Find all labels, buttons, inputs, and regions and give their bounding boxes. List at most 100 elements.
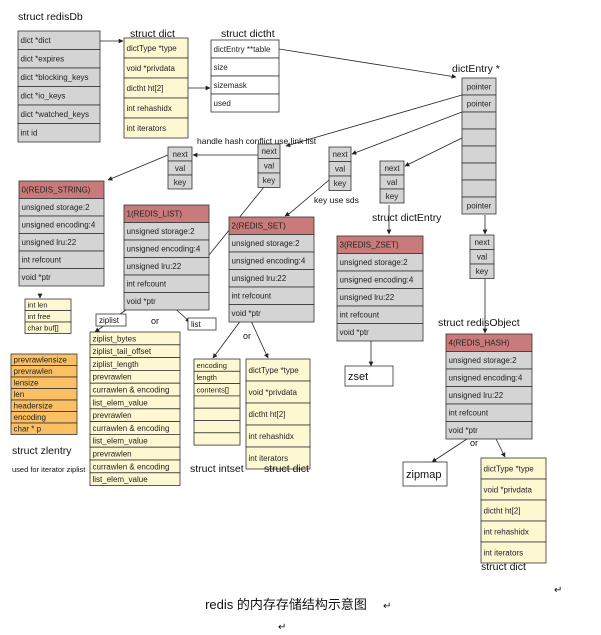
dict-bottom-field: dictht ht[2]	[484, 506, 521, 515]
e4-cell	[379, 188, 405, 204]
intset-field: contents[]	[197, 385, 230, 394]
connector-arrow	[284, 174, 336, 217]
zlentry-cell	[10, 422, 78, 435]
list-tag: list	[187, 317, 217, 331]
e1-field: key	[174, 178, 186, 187]
entry-array-cell	[461, 111, 497, 130]
ziplist-field: list_elem_value	[93, 398, 149, 407]
obj-hash-field: void *ptr	[449, 426, 479, 435]
obj-string-field: int refcount	[22, 256, 62, 265]
obj-list-field: unsigned lru:22	[127, 262, 182, 271]
dict-bottom-title-label: struct dict	[481, 561, 526, 573]
dict-top-cell	[123, 117, 189, 139]
ziplist-cell	[89, 472, 181, 486]
redisobject-title-label: struct redisObject	[438, 317, 520, 329]
entry-array-cell	[461, 145, 497, 164]
obj-hash-field: unsigned lru:22	[449, 391, 504, 400]
obj-set-field: void *ptr	[232, 309, 262, 318]
e5-struct: next val key	[469, 234, 495, 279]
entry-array-field: pointer	[467, 201, 492, 210]
obj-list-field: 1(REDIS_LIST)	[127, 210, 183, 219]
dict-bottom-field: void *privdata	[484, 485, 533, 494]
dictht-field: used	[214, 99, 231, 108]
obj-hash-field: unsigned storage:2	[449, 356, 518, 365]
connector-arrow	[278, 48, 457, 79]
obj-string-field: 0(REDIS_STRING)	[22, 186, 91, 195]
intset-field: length	[197, 373, 217, 382]
ziplist-tag: ziplist	[95, 313, 127, 327]
obj-zset-field: void *ptr	[340, 328, 370, 337]
ziplist-field: currawlen & encoding	[93, 424, 170, 433]
obj-set-field: int refcount	[232, 292, 272, 301]
obj-string-field: void *ptr	[22, 273, 52, 282]
e5-field: key	[476, 267, 488, 276]
or1-label: or	[151, 316, 159, 326]
obj-set-field: unsigned lru:22	[232, 274, 287, 283]
obj-string-field: unsigned encoding:4	[22, 221, 96, 230]
e4-field: val	[387, 178, 397, 187]
obj-string-field: unsigned storage:2	[22, 203, 91, 212]
zlentry-field: headersize	[14, 402, 54, 411]
dictht-field: size	[214, 63, 229, 72]
intset-cell	[193, 420, 241, 434]
zlentry-field: prevrawlensize	[14, 356, 68, 365]
e5-field: val	[477, 253, 487, 262]
redisdb-field: dict *watched_keys	[21, 110, 89, 119]
obj-zset-struct: 3(REDIS_ZSET)unsigned storage:2unsigned …	[336, 235, 424, 342]
zlentry-field: prevrawlen	[14, 367, 53, 376]
intset-field: encoding	[197, 361, 227, 370]
ziplist-tag-text: ziplist	[99, 316, 120, 325]
zlentry-field: lensize	[14, 379, 39, 388]
obj-set-cell	[228, 304, 315, 323]
zipmap-box-text: zipmap	[406, 469, 441, 481]
intset-title-label: struct intset	[190, 463, 244, 475]
e2-field: next	[261, 147, 277, 156]
obj-list-field: int refcount	[127, 280, 167, 289]
dict-mid-field: void *privdata	[249, 388, 298, 397]
entry-array-field: pointer	[467, 99, 492, 108]
e3-field: key	[334, 179, 346, 188]
dict-top-field: int iterators	[127, 124, 167, 133]
obj-list-field: unsigned encoding:4	[127, 245, 201, 254]
ziplist-field: currawlen & encoding	[93, 386, 170, 395]
intset-struct: encoding length contents[]	[193, 358, 241, 446]
dictentry-mid-title-label: struct dictEntry	[372, 212, 442, 224]
e2-cell	[257, 172, 281, 188]
obj-hash-field: int refcount	[449, 409, 489, 418]
obj-set-field: unsigned storage:2	[232, 239, 301, 248]
obj-set-field: unsigned encoding:4	[232, 257, 306, 266]
entry-array-cell	[461, 162, 497, 181]
redisdb-field: int id	[21, 129, 38, 138]
obj-string-struct: 0(REDIS_STRING) unsigned storage:2 unsigne…	[18, 180, 105, 287]
ziplist-field: list_elem_value	[93, 475, 149, 484]
dict-top-title-label: struct dict	[130, 28, 175, 40]
entry-array-cell	[461, 179, 497, 198]
e5-field: next	[474, 238, 490, 247]
conflict-note-label: handle hash conflict use link list	[197, 136, 317, 146]
ziplist-field: currawlen & encoding	[93, 462, 170, 471]
e4-field: key	[386, 192, 398, 201]
connector-arrow	[404, 137, 463, 167]
dictht-field: sizemask	[214, 81, 248, 90]
connector-arrow	[285, 94, 463, 148]
e1-cell	[167, 174, 193, 190]
obj-list-field: void *ptr	[127, 297, 157, 306]
mark3-label: ↵	[278, 622, 286, 633]
zlentry-field: encoding	[14, 413, 46, 422]
caption-label: redis 的内存存储结构示意图	[205, 597, 367, 612]
dict-top-field: dictType *type	[127, 44, 178, 53]
sds-field: int free	[28, 312, 51, 321]
e5-cell	[469, 263, 495, 279]
zlentry-field: char * p	[14, 425, 42, 434]
intset-cell	[193, 432, 241, 446]
dictentry-top-title-label: dictEntry *	[452, 63, 500, 75]
ziplist-field: ziplist_length	[93, 360, 139, 369]
